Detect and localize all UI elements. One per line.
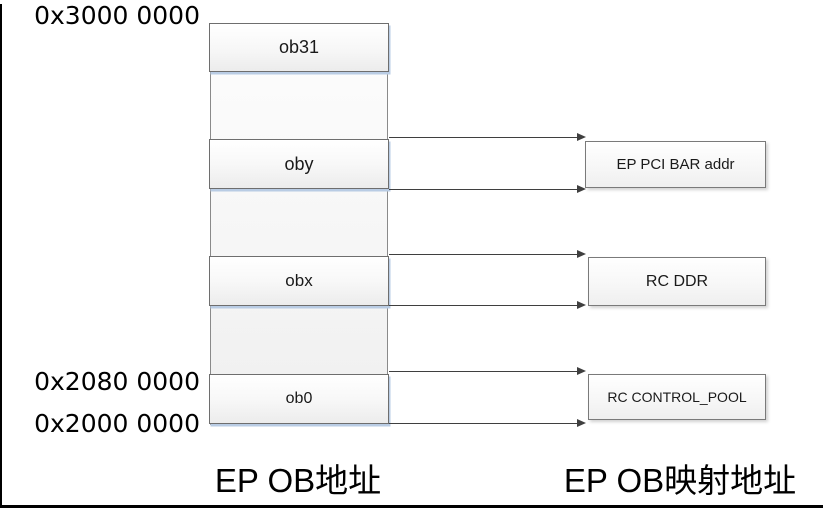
arrow-ob0-bottom-icon bbox=[389, 419, 586, 427]
oby-box: oby bbox=[209, 139, 389, 189]
frame-bottom-line bbox=[0, 505, 823, 508]
rc-ddr-box: RC DDR bbox=[588, 257, 766, 306]
arrow-ob0-top-icon bbox=[389, 367, 586, 375]
ep-pci-bar-addr-box: EP PCI BAR addr bbox=[585, 141, 766, 188]
arrow-oby-top-icon bbox=[389, 133, 586, 141]
rc-control-pool-box: RC CONTROL_POOL bbox=[588, 374, 766, 420]
ob0-box: ob0 bbox=[209, 374, 389, 424]
arrow-obx-top-icon bbox=[389, 250, 586, 258]
obx-box: obx bbox=[209, 256, 389, 306]
arrow-oby-bottom-icon bbox=[389, 185, 586, 193]
frame-left-line bbox=[0, 4, 2, 508]
address-label-0x20000000: 0x2000 0000 bbox=[34, 409, 200, 438]
caption-ep-ob-address: EP OB地址 bbox=[214, 462, 382, 499]
address-label-0x30000000: 0x3000 0000 bbox=[34, 1, 200, 30]
caption-ep-ob-mapped-address: EP OB映射地址 bbox=[563, 462, 797, 499]
address-label-0x20800000: 0x2080 0000 bbox=[34, 367, 200, 396]
ob31-box: ob31 bbox=[209, 23, 389, 72]
arrow-obx-bottom-icon bbox=[389, 301, 586, 309]
ob-address-column bbox=[210, 23, 388, 425]
